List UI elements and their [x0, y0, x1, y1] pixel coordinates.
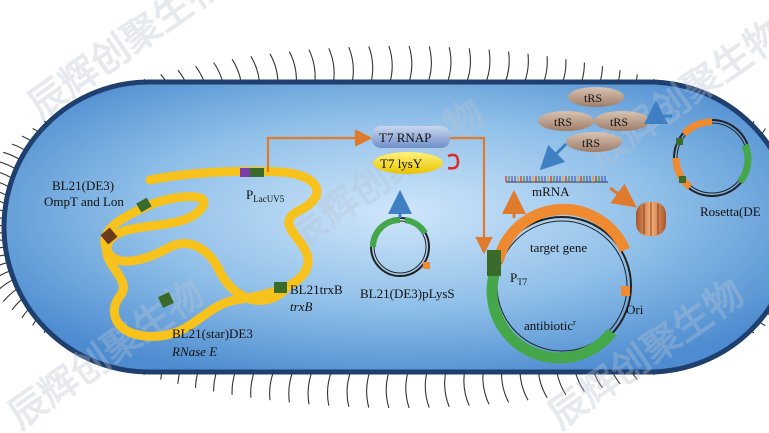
mrna-label: mRNA: [532, 184, 570, 199]
trs-label: tRS: [610, 115, 628, 129]
trxb-marker: [274, 282, 287, 293]
t7rnap-shape: [372, 126, 450, 148]
target-gene-label: target gene: [530, 240, 587, 255]
pilus: [366, 369, 372, 408]
rnase-label: RNase E: [171, 344, 217, 359]
bl21de3-label: BL21(DE3): [52, 178, 114, 193]
inhibition-arrow: [447, 153, 460, 170]
pt7-sub: T7: [517, 277, 527, 287]
t7-gene-marker: [250, 168, 264, 177]
trs-ellipse: [538, 111, 594, 131]
ompt-lon-label: OmpT and Lon: [44, 194, 124, 209]
pt7-label: PT7: [510, 270, 528, 287]
trs-cluster: [538, 87, 650, 152]
trs-label: tRS: [582, 136, 600, 150]
protein-shape: [636, 202, 666, 236]
antibiotic-text: antibiotic: [524, 318, 573, 333]
pilus: [348, 46, 354, 86]
pilus: [424, 369, 430, 408]
chromosome: [100, 166, 322, 341]
ompt-lon-marker: [136, 197, 152, 213]
plac-label: PLacUV5: [246, 187, 285, 204]
plyss-label: BL21(DE3)pLysS: [360, 286, 455, 301]
pilus: [426, 46, 432, 85]
star-strain-label: BL21(star)DE3: [172, 326, 253, 341]
rosetta-label: Rosetta(DE: [700, 204, 761, 219]
arrow-to-pt7: [450, 136, 493, 255]
pilus: [388, 45, 393, 85]
trs-ellipse: [594, 111, 650, 131]
expression-plasmid: [486, 203, 632, 364]
rosetta-plasmid: [672, 118, 752, 197]
trxb-strain-label: BL21trxB: [290, 282, 343, 297]
trs-label: tRS: [554, 115, 572, 129]
arrow-to-t7rnap: [266, 129, 373, 172]
pilus: [445, 47, 452, 86]
rnase-e-marker: [158, 292, 174, 308]
plyss-green-segment: [370, 217, 401, 248]
pilus: [385, 369, 391, 409]
plac-p: P: [246, 187, 253, 202]
target-gene-segment: [492, 203, 631, 264]
t7lysy-label: T7 lysY: [380, 156, 423, 171]
mrna-strand: [505, 176, 608, 183]
pilus: [405, 369, 410, 409]
trs-label: tRS: [584, 91, 602, 105]
ori-marker: [621, 286, 630, 296]
arrow-rosetta-to-trs: [644, 100, 672, 124]
pilus: [346, 368, 353, 407]
pt7-promoter-block: [487, 250, 501, 276]
trs-ellipse: [566, 132, 622, 152]
t7lysy-shape: [373, 152, 443, 174]
pilus: [407, 45, 413, 85]
antibiotic-label: antibioticr: [524, 318, 576, 333]
pilus: [368, 46, 374, 85]
ori-label: Ori: [626, 302, 644, 317]
t7rnap-label: T7 RNAP: [379, 130, 431, 145]
ompt-lon-marker: [100, 227, 118, 245]
pilus: [444, 368, 450, 408]
trs-ellipse: [568, 87, 624, 107]
arrow-to-protein: [609, 183, 637, 208]
lacuv5-promoter-marker: [240, 168, 250, 177]
trxb-gene-label: trxB: [290, 299, 312, 314]
plyss-ori-marker: [423, 262, 430, 269]
pt7-p: P: [510, 270, 517, 285]
antibiotic-sup: r: [573, 318, 576, 327]
plac-sub: LacUV5: [253, 194, 284, 204]
antibiotic-segment: [486, 273, 617, 364]
arrow-trs-to-mrna: [539, 142, 568, 171]
